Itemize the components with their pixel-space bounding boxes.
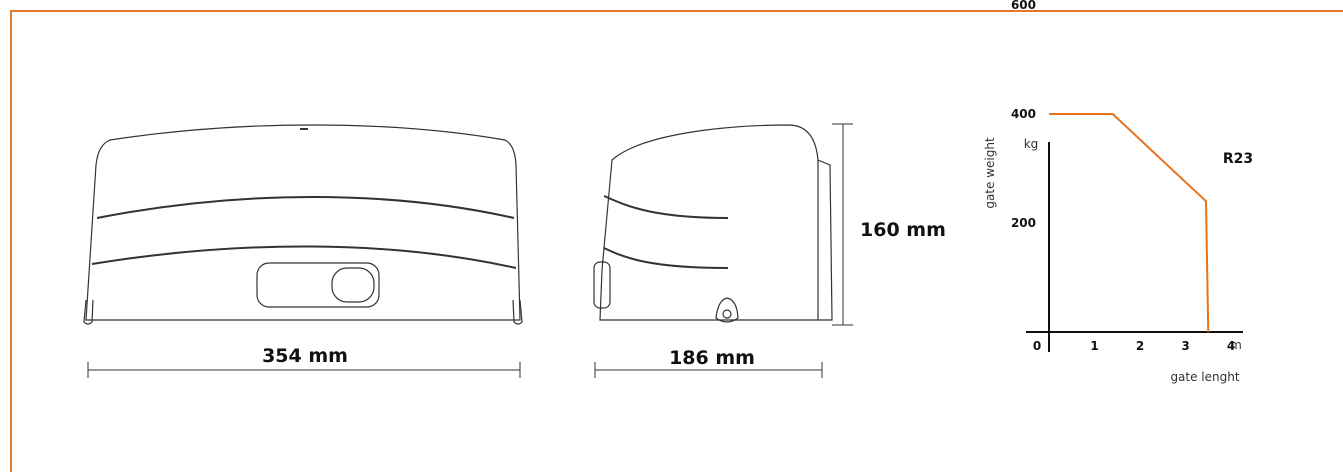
front-view-groove-upper: [96, 196, 515, 219]
width-dimension: [87, 362, 521, 378]
side-view-key-hole: [722, 309, 732, 319]
page-frame: [10, 10, 1343, 472]
origin-label: 0: [1033, 339, 1041, 353]
front-view-foot-right: [512, 299, 523, 325]
x-unit-label: m: [1230, 338, 1242, 352]
front-view-drawing: [83, 124, 523, 325]
width-dimension-label: 354 mm: [262, 345, 348, 367]
y-tick-label: 600: [1011, 0, 1036, 12]
height-dimension-label: 160 mm: [860, 219, 946, 241]
x-axis-title: gate lenght: [1170, 370, 1239, 384]
height-dimension: [832, 123, 853, 326]
y-unit-label: kg: [1024, 137, 1039, 151]
gate-weight-chart: 0 m kg gate lenght gate weight R23 1 2 3 4 2…: [983, 0, 1253, 384]
series-line: [1049, 113, 1210, 333]
chart-title: R23: [1223, 151, 1253, 167]
front-view-release-slot: [256, 262, 380, 308]
side-view-outline: [599, 124, 833, 321]
side-view-side-cap: [593, 261, 611, 309]
y-tick-label: 400: [1011, 107, 1036, 121]
side-view-drawing: [593, 124, 833, 323]
depth-dimension: [594, 362, 823, 378]
front-view-groove-lower: [91, 245, 517, 269]
depth-dimension-label: 186 mm: [669, 347, 755, 369]
x-tick-label: 3: [1181, 339, 1189, 353]
side-view-key-lock: [715, 297, 739, 323]
front-view-release-knob: [331, 267, 375, 303]
x-tick-label: 4: [1227, 339, 1235, 353]
y-tick-label: 200: [1011, 216, 1036, 230]
y-axis-title: gate weight: [983, 137, 997, 209]
x-tick-label: 1: [1090, 339, 1098, 353]
x-tick-label: 2: [1136, 339, 1144, 353]
side-view-groove-upper: [603, 195, 729, 219]
front-view-foot-left: [83, 299, 94, 325]
front-view-outline: [85, 124, 521, 321]
side-view-groove-lower: [603, 247, 729, 269]
